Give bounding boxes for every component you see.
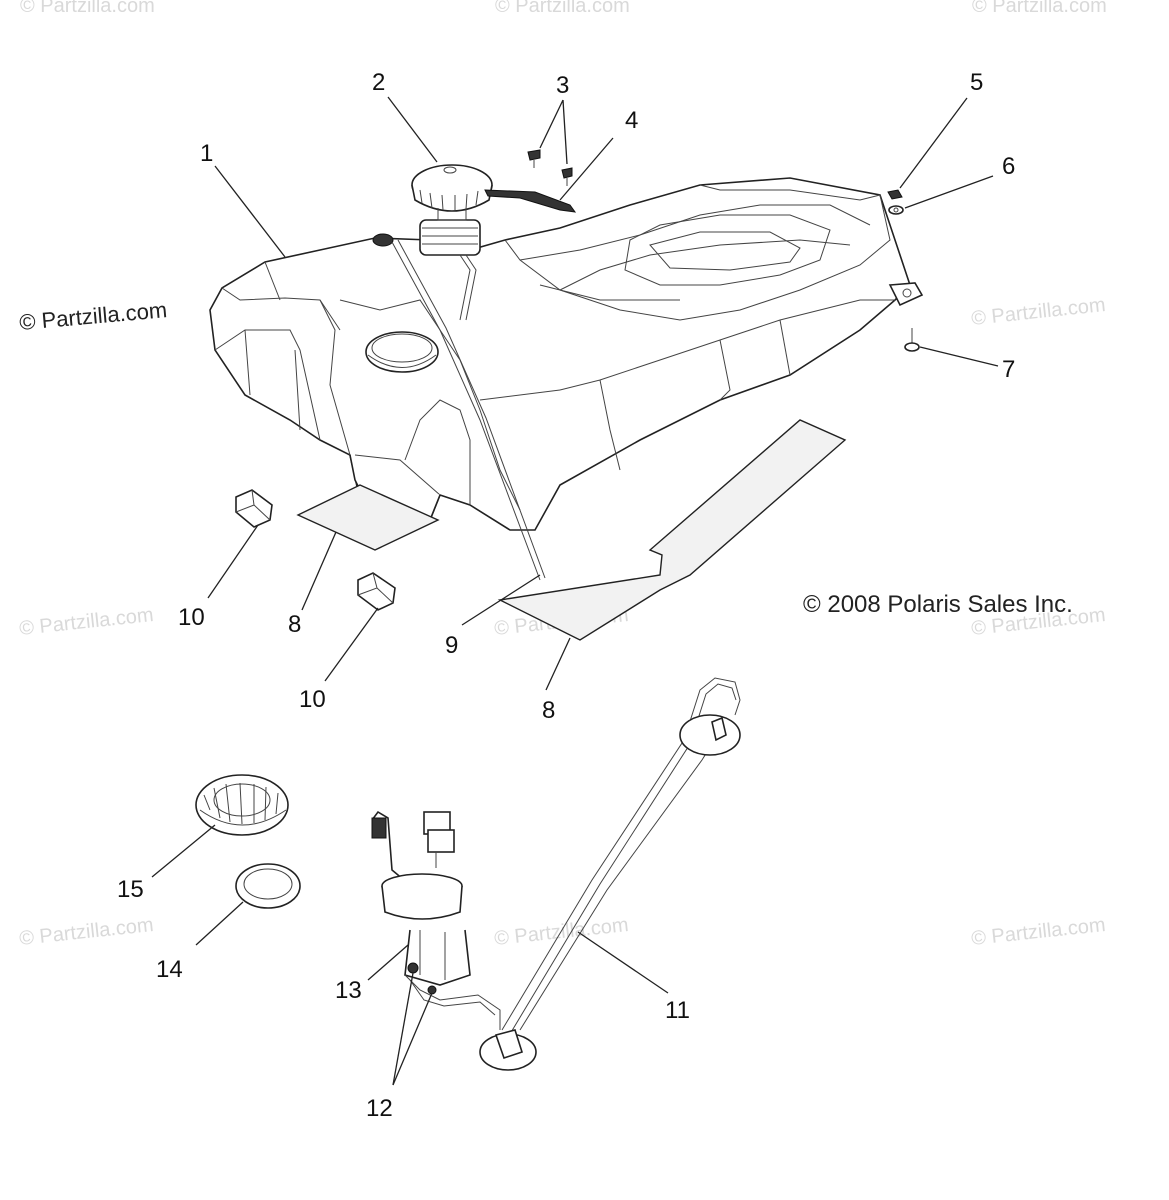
clamps bbox=[407, 962, 437, 995]
callout-numbers: 1 2 3 4 5 6 7 8 8 9 10 10 11 12 13 14 15 bbox=[117, 69, 1015, 1122]
callout-5: 5 bbox=[970, 69, 983, 96]
callout-8-right: 8 bbox=[542, 697, 555, 724]
lock-ring bbox=[195, 774, 289, 836]
callout-8-left: 8 bbox=[288, 611, 301, 638]
fuel-lines bbox=[479, 677, 741, 1071]
spacer-upper bbox=[235, 489, 273, 528]
copyright-polaris: © 2008 Polaris Sales Inc. bbox=[803, 591, 1073, 618]
callout-13: 13 bbox=[335, 977, 362, 1004]
watermark-bottom-left: © Partzilla.com bbox=[18, 914, 154, 950]
watermark-mid-right: © Partzilla.com bbox=[970, 294, 1106, 330]
callout-10-lower: 10 bbox=[299, 686, 326, 713]
spacer-lower bbox=[357, 572, 396, 611]
bolts bbox=[527, 149, 573, 186]
leader-lines bbox=[151, 96, 999, 1086]
watermark-bottom-right: © Partzilla.com bbox=[970, 914, 1106, 950]
callout-14: 14 bbox=[156, 956, 183, 983]
gasket bbox=[235, 863, 301, 909]
fuel-tank bbox=[209, 177, 924, 581]
callout-7: 7 bbox=[1002, 356, 1015, 383]
bracket bbox=[484, 189, 577, 213]
callout-2: 2 bbox=[372, 69, 385, 96]
callout-12: 12 bbox=[366, 1095, 393, 1122]
nut bbox=[887, 189, 903, 200]
callout-3: 3 bbox=[556, 72, 569, 99]
pad-right bbox=[497, 419, 847, 641]
watermark-top-left: © Partzilla.com bbox=[20, 0, 155, 17]
mount-bolt bbox=[904, 328, 920, 352]
watermark-top-right: © Partzilla.com bbox=[972, 0, 1107, 17]
fuel-cap bbox=[411, 164, 493, 221]
watermark-lower-left: © Partzilla.com bbox=[18, 604, 154, 640]
watermark-partzilla-dark: © Partzilla.com bbox=[18, 297, 168, 335]
callout-1: 1 bbox=[200, 140, 213, 167]
callout-6: 6 bbox=[1002, 153, 1015, 180]
callout-9: 9 bbox=[445, 632, 458, 659]
pad-left bbox=[296, 484, 440, 551]
callout-10-upper: 10 bbox=[178, 604, 205, 631]
fuel-pump bbox=[371, 810, 501, 1030]
washer bbox=[888, 205, 904, 215]
callout-15: 15 bbox=[117, 876, 144, 903]
callout-4: 4 bbox=[625, 107, 638, 134]
callout-11: 11 bbox=[665, 997, 690, 1024]
watermark-top-mid: © Partzilla.com bbox=[495, 0, 630, 17]
